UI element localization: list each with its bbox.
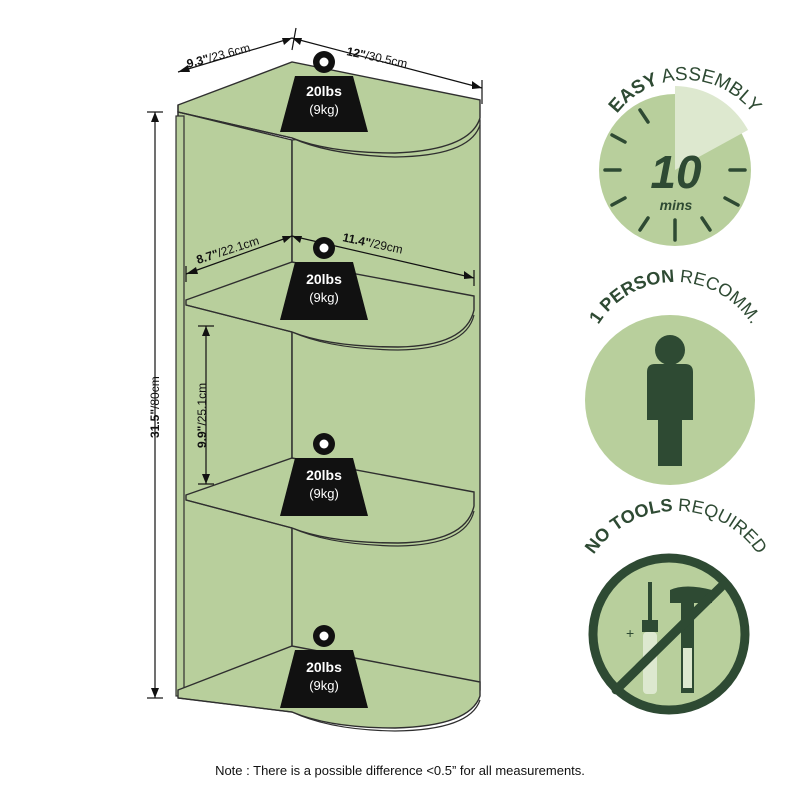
weight-icon: [280, 625, 368, 708]
weight-badge-shelf-1: 20lbs (9kg): [280, 237, 368, 320]
easy-assembly-badge: EASY ASSEMBLY 10 mins: [599, 64, 765, 246]
no-tools-badge: NO TOOLS REQUIRED +: [581, 495, 771, 715]
weight-kg: (9kg): [309, 290, 339, 305]
shelf-back-right-panel: [291, 119, 481, 691]
person-icon: [647, 335, 693, 466]
weight-lbs: 20lbs: [306, 467, 342, 483]
weight-kg: (9kg): [309, 486, 339, 501]
stopwatch-icon: [599, 86, 751, 246]
dim-total-height: 31.5"/80cm: [148, 376, 162, 438]
weight-badge-top: 20lbs (9kg): [280, 51, 368, 132]
weight-lbs: 20lbs: [306, 271, 342, 287]
no-tools-label: NO TOOLS REQUIRED: [581, 495, 771, 557]
assembly-minutes-unit: mins: [660, 197, 693, 213]
no-tools-icon: +: [588, 553, 750, 715]
plus-icon: +: [626, 625, 634, 641]
weight-icon: [280, 433, 368, 516]
weight-badge-bottom: 20lbs (9kg): [280, 625, 368, 708]
dim-top-width: 12"/30.5cm: [345, 44, 408, 71]
weight-icon: [280, 237, 368, 320]
dim-top-depth: 9.3"/23.6cm: [185, 41, 251, 71]
weight-icon: [280, 51, 368, 132]
weight-lbs: 20lbs: [306, 83, 342, 99]
assembly-minutes-number: 10: [650, 146, 702, 198]
measurement-note: Note : There is a possible difference <0…: [215, 763, 585, 778]
dim-gap-height: 9.9"/25.1cm: [195, 383, 209, 448]
shelf-side-edge: [175, 115, 185, 697]
one-person-badge: 1 PERSON RECOMM.: [585, 266, 765, 485]
dimension-arrowheads: [151, 38, 482, 698]
weight-lbs: 20lbs: [306, 659, 342, 675]
dim-shelf-width: 11.4"/29cm: [341, 230, 404, 256]
weight-badge-shelf-2: 20lbs (9kg): [280, 433, 368, 516]
dimension-annotations: [147, 27, 483, 699]
weight-kg: (9kg): [309, 678, 339, 693]
weight-kg: (9kg): [309, 102, 339, 117]
